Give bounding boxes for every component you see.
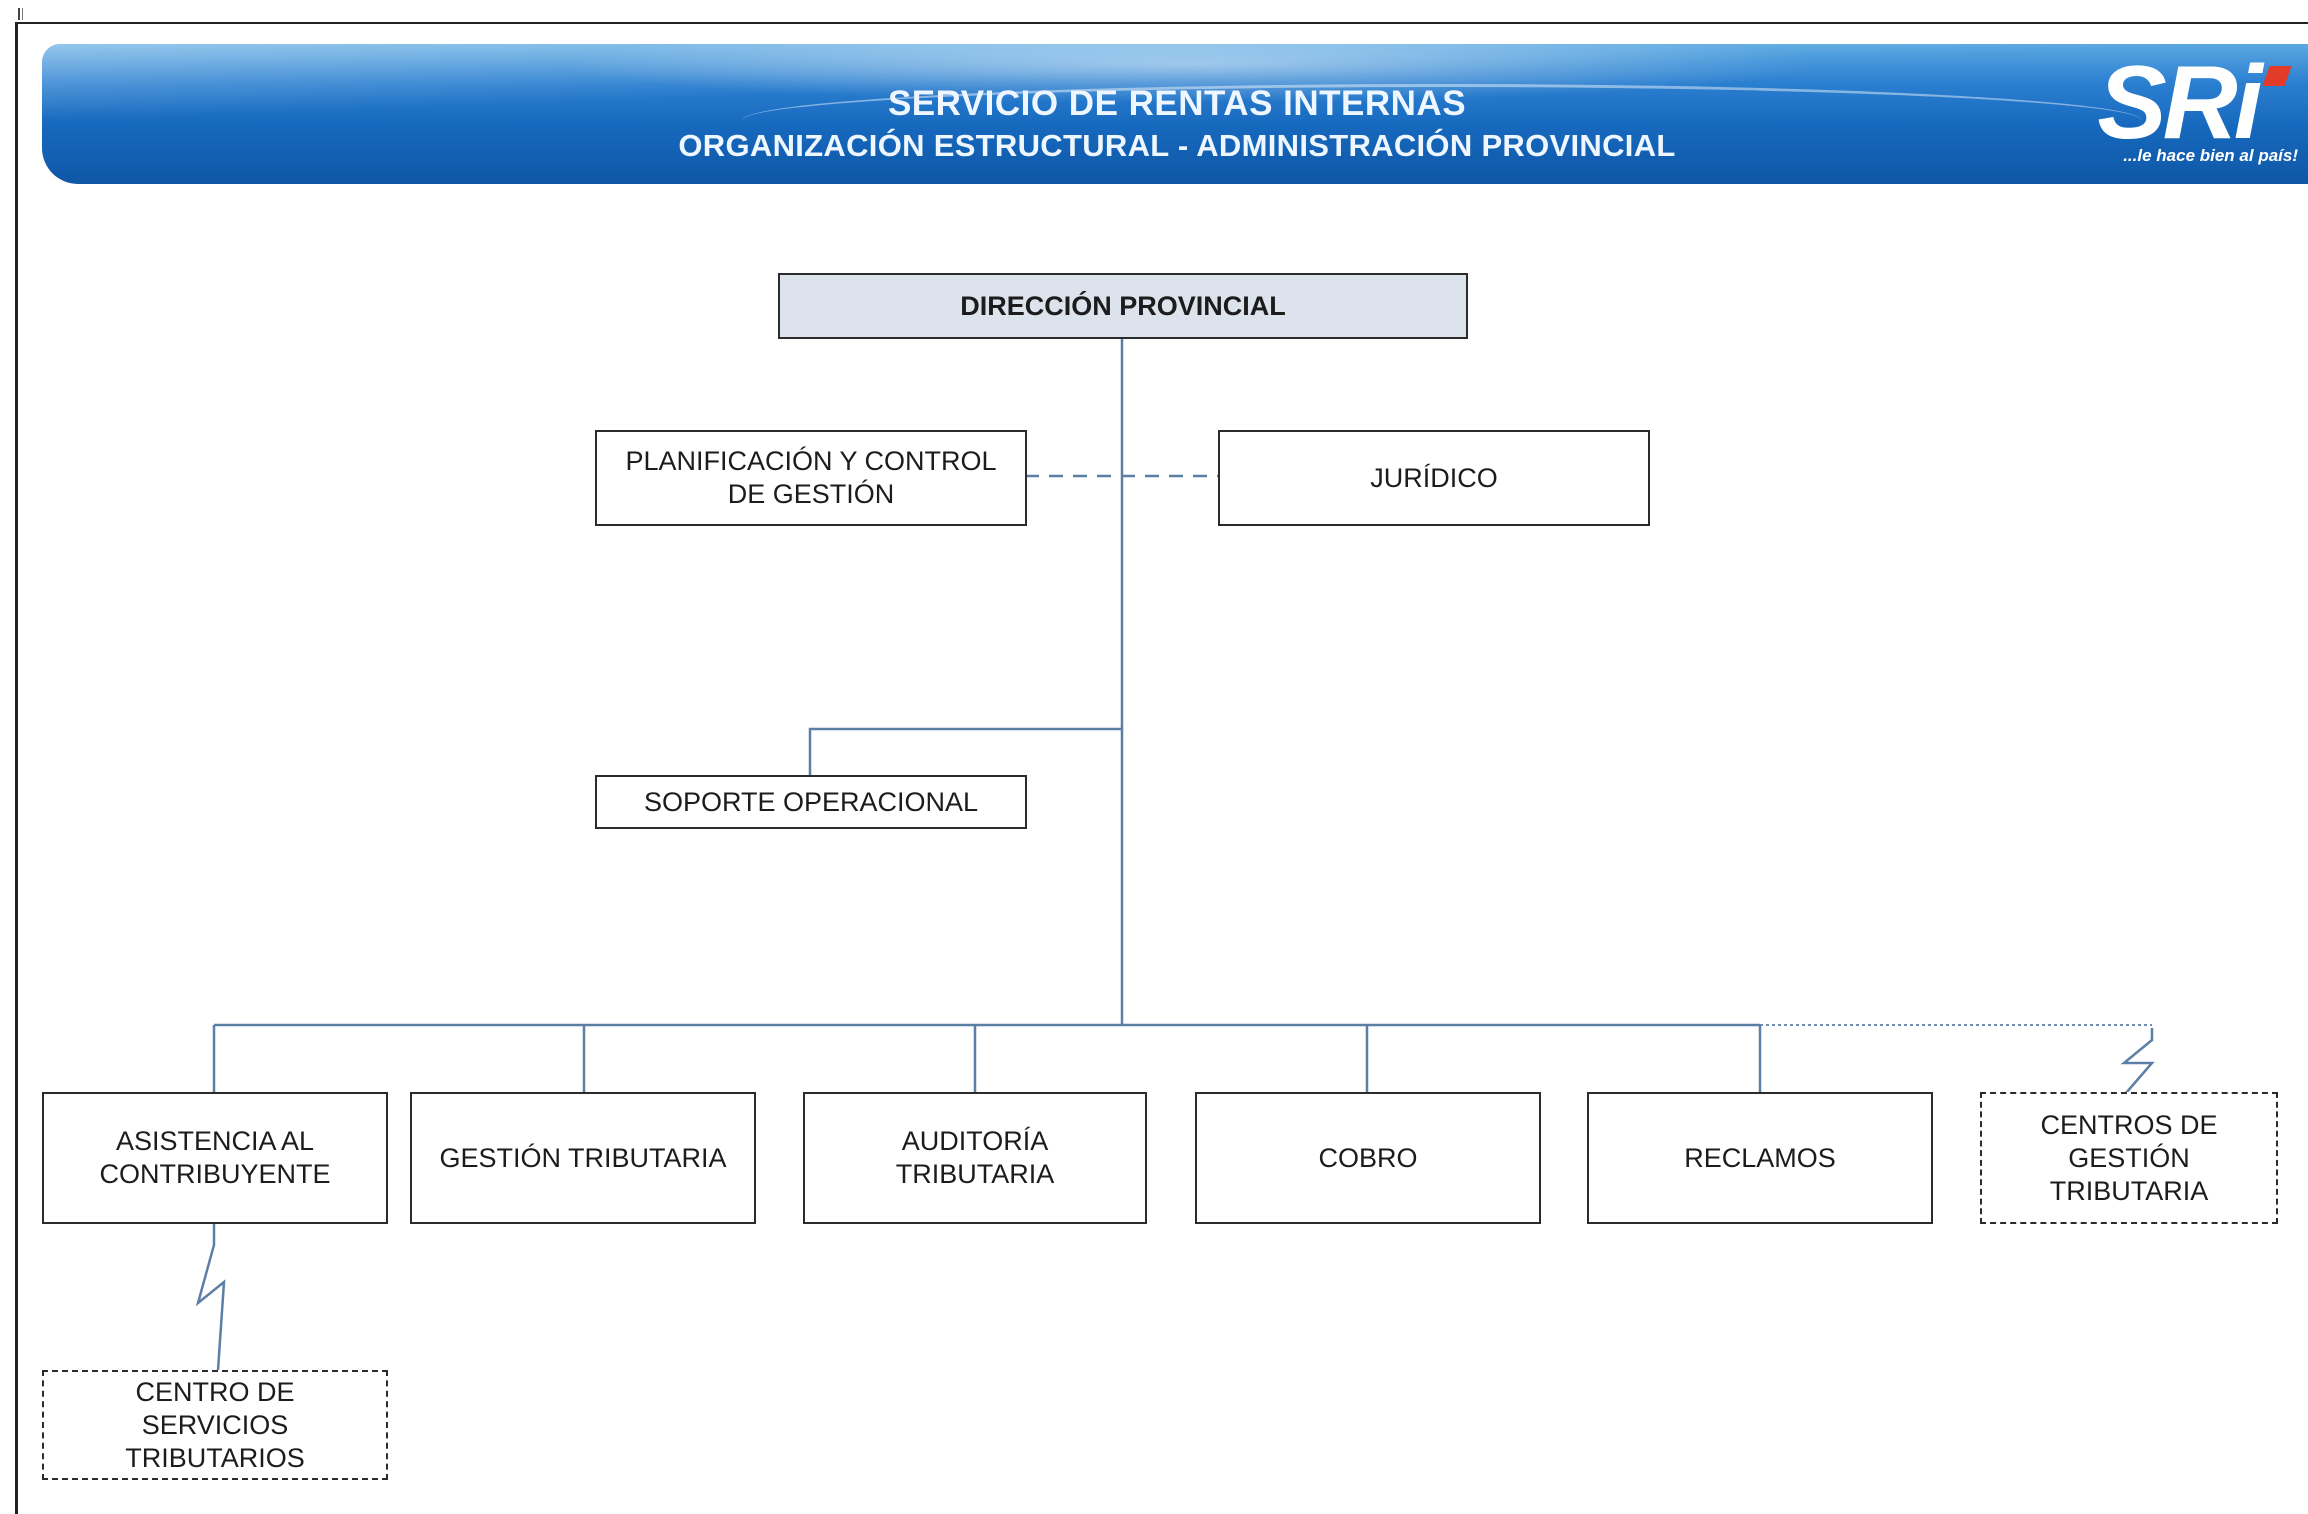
node-centro-servicios-label: CENTRO DE SERVICIOS TRIBUTARIOS <box>125 1376 305 1473</box>
node-planificacion-label: PLANIFICACIÓN Y CONTROL DE GESTIÓN <box>625 446 997 509</box>
zigzag-connector-centros <box>2120 1028 2155 1094</box>
node-reclamos: RECLAMOS <box>1587 1092 1933 1224</box>
banner-title: SERVICIO DE RENTAS INTERNAS <box>887 84 1467 123</box>
page-frame-left <box>15 22 18 1514</box>
node-cobro: COBRO <box>1195 1092 1541 1224</box>
node-juridico: JURÍDICO <box>1218 430 1650 526</box>
node-direccion-provincial: DIRECCIÓN PROVINCIAL <box>778 273 1468 339</box>
banner-subtitle: ORGANIZACIÓN ESTRUCTURAL - ADMINISTRACIÓ… <box>678 128 1676 163</box>
logo-slogan: ...le hace bien al país! <box>2123 146 2298 165</box>
corner-mark-2 <box>22 8 23 20</box>
node-planificacion: PLANIFICACIÓN Y CONTROL DE GESTIÓN <box>595 430 1027 526</box>
node-soporte-operacional: SOPORTE OPERACIONAL <box>595 775 1027 829</box>
support-connector <box>808 727 1122 776</box>
node-asistencia: ASISTENCIA AL CONTRIBUYENTE <box>42 1092 388 1224</box>
node-auditoria-label: AUDITORÍA TRIBUTARIA <box>895 1126 1055 1189</box>
header-banner: SERVICIO DE RENTAS INTERNAS ORGANIZACIÓN… <box>42 44 2308 184</box>
sri-logo: SRi ...le hace bien al país! <box>2058 45 2298 168</box>
corner-mark <box>18 8 20 20</box>
node-centro-servicios: CENTRO DE SERVICIOS TRIBUTARIOS <box>42 1370 388 1480</box>
page-frame-top <box>15 22 2308 24</box>
node-auditoria: AUDITORÍA TRIBUTARIA <box>803 1092 1147 1224</box>
banner-swoosh <box>742 84 2142 157</box>
zigzag-connector-centro <box>195 1223 226 1371</box>
logo-wordmark: SRi <box>2097 45 2262 161</box>
node-centros-gestion: CENTROS DE GESTIÓN TRIBUTARIA <box>1980 1092 2278 1224</box>
node-asistencia-label: ASISTENCIA AL CONTRIBUYENTE <box>99 1126 331 1189</box>
node-centros-gestion-label: CENTROS DE GESTIÓN TRIBUTARIA <box>2040 1109 2218 1206</box>
node-gestion-tributaria: GESTIÓN TRIBUTARIA <box>410 1092 756 1224</box>
